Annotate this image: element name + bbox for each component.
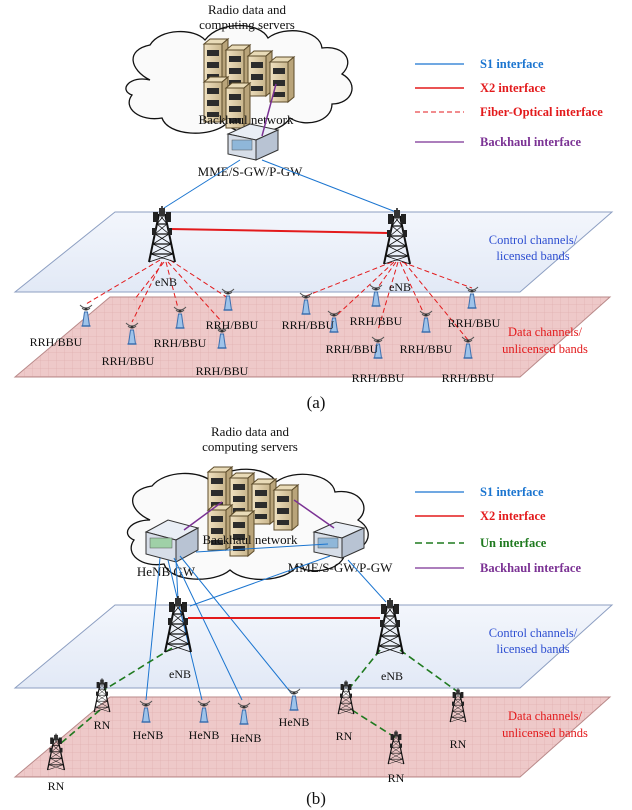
svg-text:HeNB: HeNB — [231, 731, 262, 745]
svg-text:RN: RN — [336, 729, 353, 743]
svg-text:RRH/BBU: RRH/BBU — [448, 316, 501, 330]
svg-text:RN: RN — [450, 737, 467, 751]
fiber-links-a-left — [85, 259, 229, 323]
svg-text:Backhaul interface: Backhaul interface — [480, 561, 581, 575]
control-plane-label-a-1: Control channels/ — [489, 233, 578, 247]
control-plane-label-a-2: licensed bands — [496, 249, 569, 263]
svg-text:RN: RN — [48, 779, 65, 793]
svg-text:Fiber-Optical interface: Fiber-Optical interface — [480, 105, 603, 119]
svg-text:RRH/BBU: RRH/BBU — [352, 371, 405, 385]
svg-text:Backhaul interface: Backhaul interface — [480, 135, 581, 149]
legend-b: S1 interface X2 interface Un interface B… — [415, 485, 581, 575]
svg-text:RN: RN — [388, 771, 405, 785]
servers-label-b-2: computing servers — [202, 439, 298, 454]
svg-text:RRH/BBU: RRH/BBU — [350, 314, 403, 328]
svg-text:RRH/BBU: RRH/BBU — [102, 354, 155, 368]
servers-label-a-1: Radio data and — [208, 2, 286, 17]
gateway-label-a: MME/S-GW/P-GW — [198, 164, 303, 179]
enb-label-a-right: eNB — [389, 280, 411, 294]
control-plane-a — [13, 211, 614, 293]
fiber-links-a-right — [305, 261, 473, 341]
data-plane-a — [13, 296, 612, 378]
enb-label-b-right: eNB — [381, 669, 403, 683]
control-plane-label-b-2: licensed bands — [496, 642, 569, 656]
enb-label-a-left: eNB — [155, 275, 177, 289]
svg-text:RRH/BBU: RRH/BBU — [196, 364, 249, 378]
caption-a: (a) — [307, 393, 326, 412]
rn-labels-b: RN RN RN RN RN — [48, 718, 467, 793]
gateway-device-b — [312, 521, 366, 559]
enb-tower-b-left — [164, 595, 192, 653]
s1-link-a-right — [261, 159, 397, 213]
legend-a: S1 interface X2 interface Fiber-Optical … — [415, 57, 603, 149]
un-links-b — [59, 647, 459, 745]
control-plane-b — [13, 604, 614, 689]
henb-labels-b: HeNB HeNB HeNB HeNB — [133, 715, 310, 745]
svg-text:RRH/BBU: RRH/BBU — [154, 336, 207, 350]
backhaul-link-a — [261, 83, 277, 137]
svg-text:RRH/BBU: RRH/BBU — [206, 318, 259, 332]
svg-text:RRH/BBU: RRH/BBU — [326, 342, 379, 356]
gateway-device-a — [226, 123, 280, 161]
servers-label-b-1: Radio data and — [211, 424, 289, 439]
part-b: Radio data and computing servers Backhau… — [13, 424, 614, 808]
cloud-label-b: Backhaul network — [203, 532, 298, 547]
svg-text:HeNB: HeNB — [279, 715, 310, 729]
svg-text:HeNB: HeNB — [189, 728, 220, 742]
svg-text:X2 interface: X2 interface — [480, 81, 546, 95]
data-plane-label-b-1: Data channels/ — [508, 709, 582, 723]
cloud-label-a: Backhaul network — [199, 112, 294, 127]
rrh-labels-a: RRH/BBU RRH/BBU RRH/BBU RRH/BBU RRH/BBU … — [30, 314, 501, 385]
data-plane-label-a-1: Data channels/ — [508, 325, 582, 339]
data-plane-label-a-2: unlicensed bands — [502, 342, 588, 356]
henb-gw-device — [144, 519, 200, 563]
control-plane-label-b-1: Control channels/ — [489, 626, 578, 640]
svg-text:X2 interface: X2 interface — [480, 509, 546, 523]
servers-label-a-2: computing servers — [199, 17, 295, 32]
svg-text:S1 interface: S1 interface — [480, 485, 544, 499]
part-a: Radio data and computing servers Backhau… — [13, 2, 614, 412]
svg-text:RN: RN — [94, 718, 111, 732]
caption-b: (b) — [306, 789, 326, 808]
gateway-label-b: MME/S-GW/P-GW — [288, 560, 393, 575]
s1-link-a-left — [163, 159, 241, 209]
backhaul-link-b-2 — [293, 499, 335, 529]
svg-text:RRH/BBU: RRH/BBU — [30, 335, 83, 349]
svg-text:S1 interface: S1 interface — [480, 57, 544, 71]
s1-links-b — [145, 543, 387, 701]
backhaul-link-b-1 — [183, 501, 223, 531]
svg-text:RRH/BBU: RRH/BBU — [282, 318, 335, 332]
data-plane-label-b-2: unlicensed bands — [502, 726, 588, 740]
svg-text:RRH/BBU: RRH/BBU — [400, 342, 453, 356]
svg-text:Un interface: Un interface — [480, 536, 547, 550]
enb-label-b-left: eNB — [169, 667, 191, 681]
svg-text:RRH/BBU: RRH/BBU — [442, 371, 495, 385]
henb-gw-label: HeNB GW — [137, 564, 196, 579]
x2-link-a — [169, 228, 389, 234]
svg-text:HeNB: HeNB — [133, 728, 164, 742]
